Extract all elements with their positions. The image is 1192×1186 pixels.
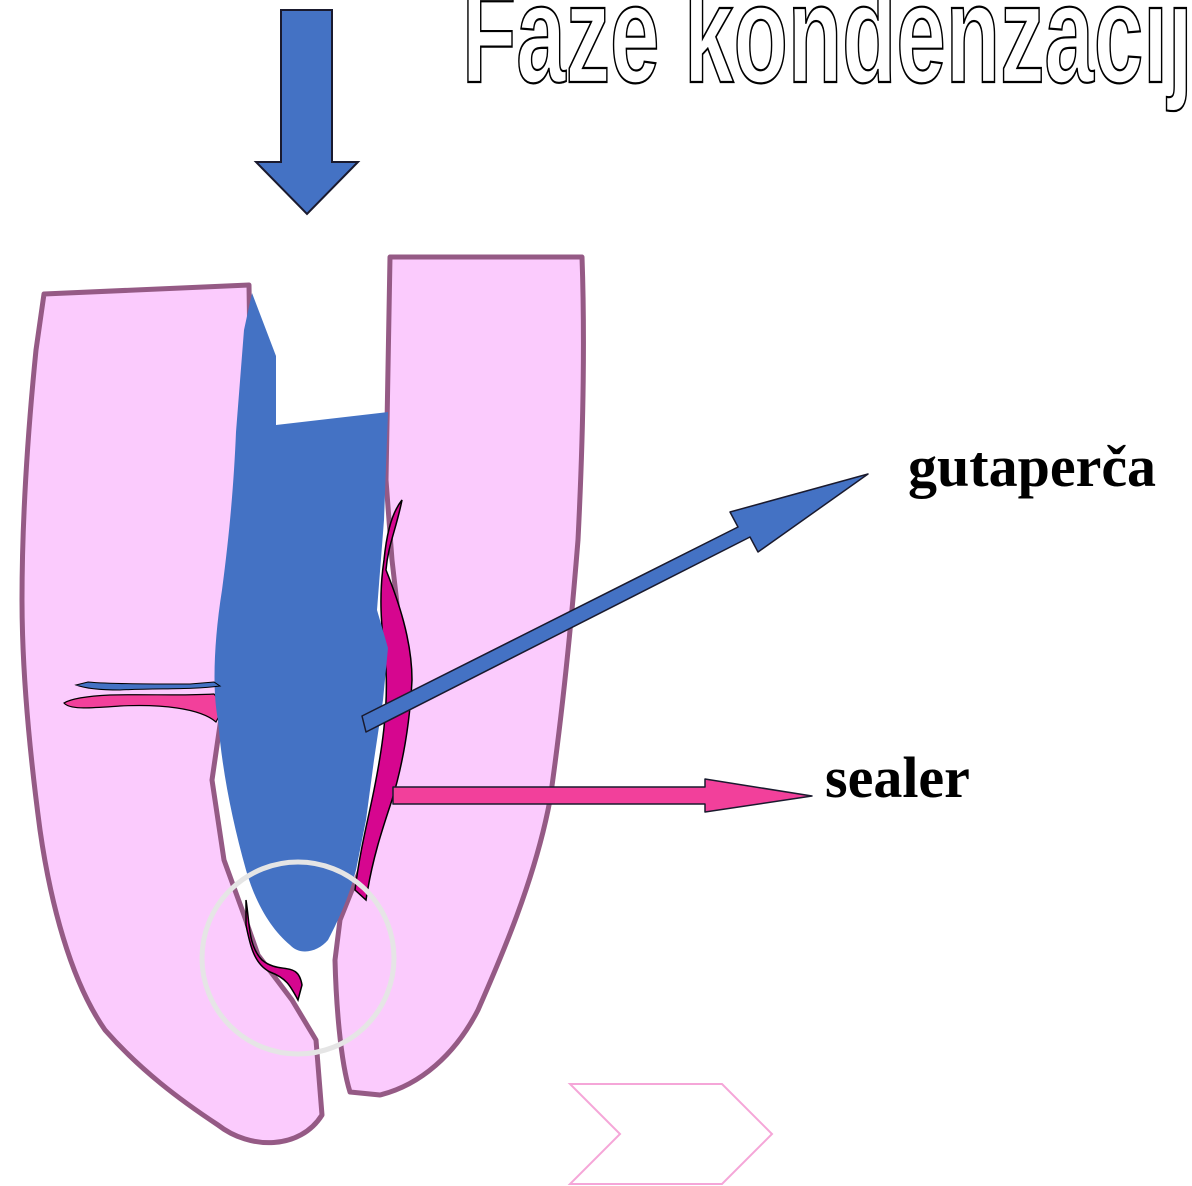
slide-title: Faze kondenzacije [462, 0, 1192, 112]
chevron-right-icon[interactable] [570, 1084, 772, 1184]
down-arrow-icon [256, 10, 358, 214]
sealer-label: sealer [825, 745, 970, 810]
gutta-percha-label: gutaperča [908, 434, 1156, 499]
